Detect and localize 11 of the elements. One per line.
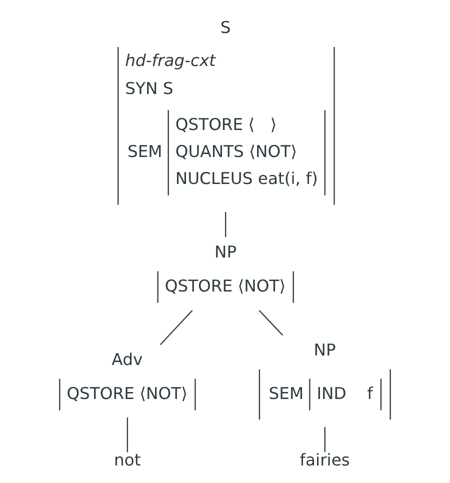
- connector: [126, 418, 128, 452]
- connector: [160, 310, 193, 346]
- node-text: Adv QSTORE ⟨NOT⟩: [66, 350, 188, 403]
- connector: [258, 310, 284, 336]
- node-text: not: [114, 450, 141, 470]
- connector: [324, 427, 326, 452]
- node-text: fairies: [300, 450, 350, 470]
- node-text: NP SEM IND f: [268, 340, 373, 403]
- connector: [225, 212, 226, 238]
- node-text: S hd-frag-cxt SYN S SEM QSTORE ⟨ ⟩ QUANTS ⟨NOT⟩ NUCLEUS eat(i, f): [125, 18, 318, 188]
- node-text: NP QSTORE ⟨NOT⟩: [164, 242, 286, 296]
